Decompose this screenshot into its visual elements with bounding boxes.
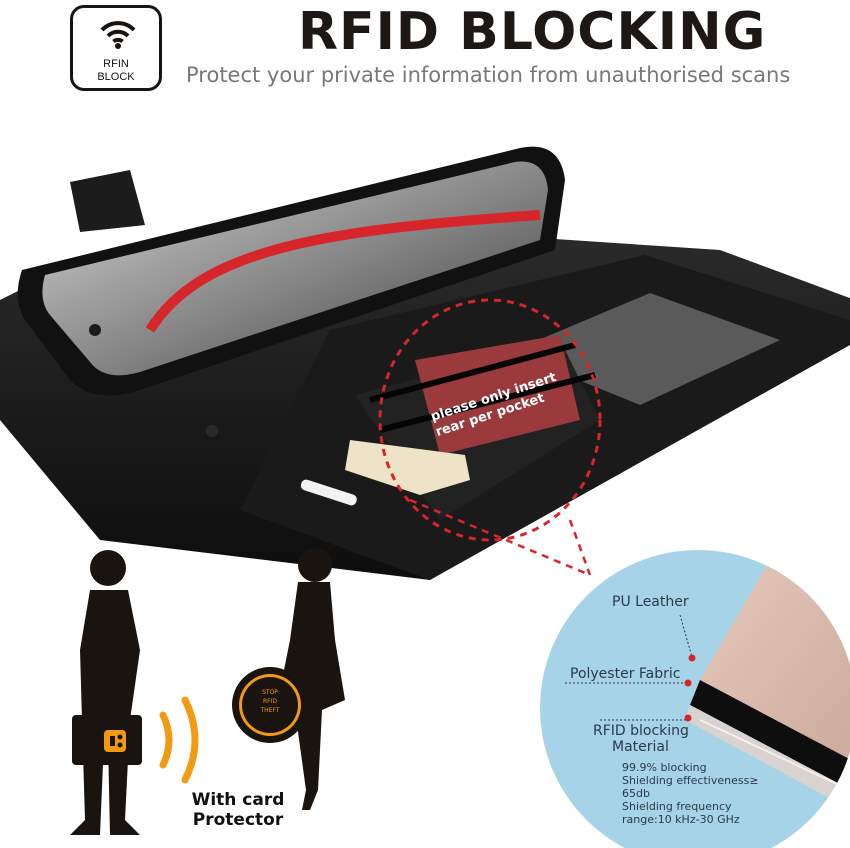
magnifier-guides [409,498,592,577]
stop-rfid-theft-badge: STOP RFID THEFT [250,688,290,715]
page-subtitle: Protect your private information from un… [186,63,791,87]
caption-line-2: Protector [192,810,284,830]
rfid-specs: 99.9% blocking Shielding effectiveness≥ … [622,761,759,826]
badge-line-2: BLOCK [97,71,135,83]
people-caption: With card Protector [178,790,298,830]
spec-1: 99.9% blocking [622,761,707,774]
label-pu-leather: PU Leather [612,594,689,610]
spec-5: range:10 kHz-30 GHz [622,813,740,826]
pocket-card [415,335,580,455]
banknote [345,440,470,495]
woman-silhouette [278,548,345,810]
rfid-badge: RFIN BLOCK [70,5,162,91]
spec-4: Shielding frequency [622,800,732,813]
spec-3: 65db [622,787,650,800]
man-silhouette [70,550,140,835]
label-polyester-fabric: Polyester Fabric [570,666,681,682]
caption-line-1: With card [191,790,285,810]
label-rfid-line-1: RFID blocking [593,723,689,739]
stop-line-2: RFID [262,698,277,705]
spec-2: Shielding effectiveness≥ [622,774,759,787]
case-strap [70,170,145,232]
stop-line-3: THEFT [260,707,280,714]
badge-line-1: RFIN [103,58,129,70]
clasp [300,479,357,506]
phone [17,146,566,396]
signal-wave-large [181,696,199,784]
signal-wave-small [159,711,173,769]
label-rfid-line-2: Material [612,739,669,755]
page-title: RFID BLOCKING [298,2,767,62]
wifi-icon [100,21,136,49]
magnifier-ring [378,298,602,542]
stop-line-1: STOP [262,689,278,696]
